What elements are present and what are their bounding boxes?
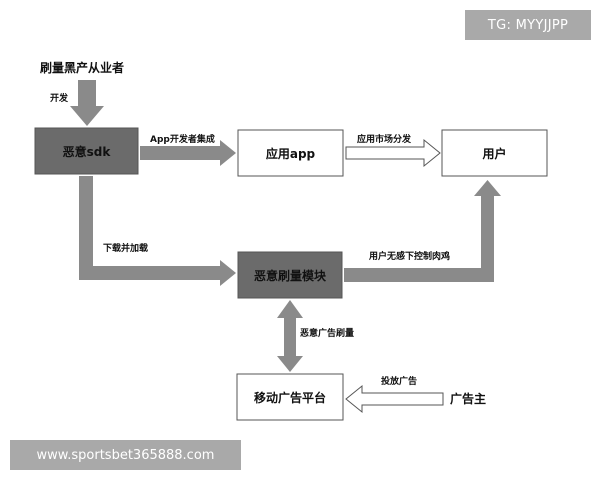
node-app-label: 应用app <box>266 146 316 161</box>
node-app: 应用app <box>237 129 344 177</box>
edge-label-download-load: 下载并加载 <box>103 242 148 254</box>
node-malicious-sdk: 恶意sdk <box>34 127 139 175</box>
edge-label-integrate: App开发者集成 <box>150 133 215 145</box>
node-ad-platform-label: 移动广告平台 <box>254 390 326 405</box>
edge-label-develop: 开发 <box>50 92 69 104</box>
node-malicious-sdk-label: 恶意sdk <box>63 144 112 159</box>
node-malicious-module: 恶意刷量模块 <box>237 251 343 299</box>
top-label: 刷量黑产从业者 <box>40 60 124 75</box>
tg-watermark: TG: MYYJJPP <box>465 10 591 40</box>
node-user: 用户 <box>441 129 548 177</box>
node-user-label: 用户 <box>481 146 506 161</box>
arrow-ad-fraud <box>277 300 303 372</box>
edge-label-control: 用户无感下控制肉鸡 <box>368 250 450 262</box>
edge-label-distribute: 应用市场分发 <box>357 133 412 145</box>
arrow-download-load <box>79 176 236 286</box>
node-advertiser: 广告主 <box>450 391 486 406</box>
edge-label-place-ads: 投放广告 <box>381 375 417 387</box>
arrow-distribute <box>345 138 441 168</box>
site-watermark: www.sportsbet365888.com <box>10 440 241 470</box>
arrow-control <box>344 180 501 282</box>
node-ad-platform: 移动广告平台 <box>236 373 344 421</box>
arrow-develop <box>70 80 104 126</box>
node-malicious-module-label: 恶意刷量模块 <box>254 268 327 283</box>
arrow-integrate <box>140 140 236 166</box>
edge-label-ad-fraud: 恶意广告刷量 <box>300 327 354 339</box>
arrow-place-ads <box>345 384 444 414</box>
